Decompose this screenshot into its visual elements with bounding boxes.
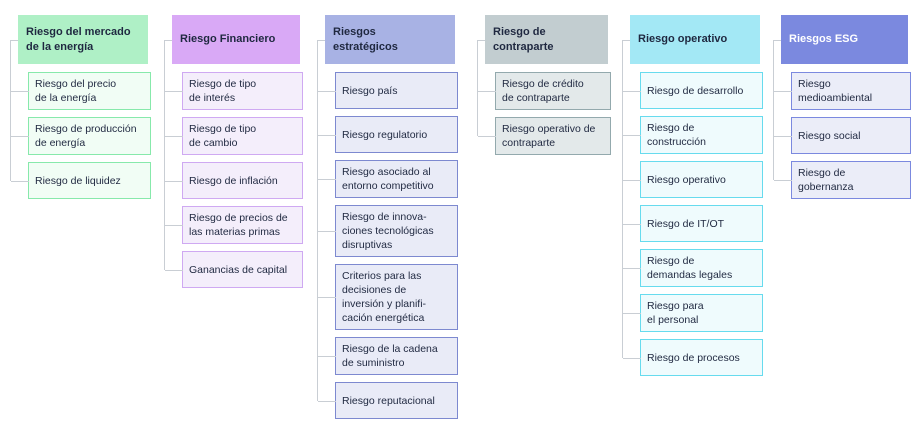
risk-node: Riesgo del precio de la energía (11, 72, 151, 110)
risk-node: Riesgo de procesos (623, 339, 763, 376)
risk-node: Riesgo de crédito de contraparte (478, 72, 611, 110)
risk-node: Ganancias de capital (165, 251, 303, 288)
column-header: Riesgos ESG (773, 15, 908, 64)
risk-node: Riesgo regulatorio (318, 116, 458, 153)
risk-node: Riesgo país (318, 72, 458, 109)
risk-node: Riesgo de IT/OT (623, 205, 763, 242)
risk-node: Riesgo de liquidez (11, 162, 151, 199)
risk-node: Riesgo de tipo de interés (165, 72, 303, 110)
column-riesgo-del-mercado-de-la-energia: Riesgo del mercado de la energía Riesgo … (10, 15, 151, 206)
risk-node: Riesgo de producción de energía (11, 117, 151, 155)
column-riesgo-financiero: Riesgo Financiero Riesgo de tipo de inte… (164, 15, 303, 295)
risk-node: Riesgo de tipo de cambio (165, 117, 303, 155)
risk-node: Riesgo de desarrollo (623, 72, 763, 109)
risk-node: Riesgo de gobernanza (774, 161, 911, 199)
risk-node: Riesgo operativo (623, 161, 763, 198)
column-items: Riesgo de tipo de interés Riesgo de tipo… (165, 72, 303, 288)
column-items: Riesgo país Riesgo regulatorio Riesgo as… (318, 72, 458, 419)
column-header: Riesgos estratégicos (317, 15, 455, 64)
connector-rail (477, 39, 478, 136)
risk-node: Riesgo de demandas legales (623, 249, 763, 287)
risk-node: Riesgo medioambiental (774, 72, 911, 110)
connector-rail (622, 39, 623, 358)
risk-node: Riesgo de construcción (623, 116, 763, 154)
risk-node: Riesgo de inflación (165, 162, 303, 199)
risk-node: Riesgo operativo de contraparte (478, 117, 611, 155)
column-items: Riesgo de desarrollo Riesgo de construcc… (623, 72, 763, 376)
risk-node: Riesgo de innova- ciones tecnológicas di… (318, 205, 458, 257)
column-riesgo-de-contraparte: Riesgo de contraparte Riesgo de crédito … (477, 15, 611, 162)
column-items: Riesgo medioambiental Riesgo social Ries… (774, 72, 911, 199)
risk-node: Riesgo asociado al entorno competitivo (318, 160, 458, 198)
column-header: Riesgo operativo (622, 15, 760, 64)
risk-node: Riesgo social (774, 117, 911, 154)
connector-rail (317, 39, 318, 401)
risk-node: Riesgo para el personal (623, 294, 763, 332)
risk-node: Riesgo de la cadena de suministro (318, 337, 458, 375)
column-items: Riesgo del precio de la energía Riesgo d… (11, 72, 151, 199)
column-header: Riesgo de contraparte (477, 15, 608, 64)
column-riesgos-esg: Riesgos ESG Riesgo medioambiental Riesgo… (773, 15, 911, 206)
column-riesgos-estrategicos: Riesgos estratégicos Riesgo país Riesgo … (317, 15, 458, 426)
column-header: Riesgo Financiero (164, 15, 300, 64)
column-riesgo-operativo: Riesgo operativo Riesgo de desarrollo Ri… (622, 15, 763, 383)
risk-node: Riesgo de precios de las materias primas (165, 206, 303, 244)
risk-node: Criterios para las decisiones de inversi… (318, 264, 458, 330)
connector-rail (164, 39, 165, 270)
risk-node: Riesgo reputacional (318, 382, 458, 419)
column-items: Riesgo de crédito de contraparte Riesgo … (478, 72, 611, 155)
column-header: Riesgo del mercado de la energía (10, 15, 148, 64)
connector-rail (10, 39, 11, 181)
connector-rail (773, 39, 774, 180)
